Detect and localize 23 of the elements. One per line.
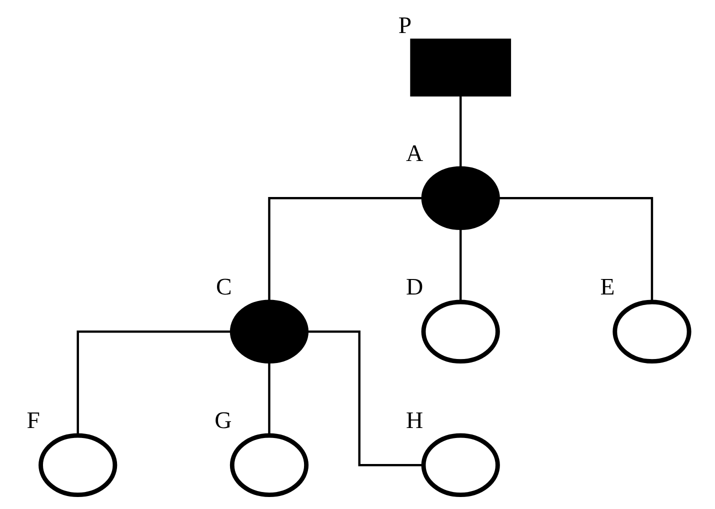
node-circle — [230, 433, 309, 498]
connector — [268, 197, 424, 302]
node-label: F — [26, 408, 40, 434]
node-circle — [38, 433, 118, 498]
node-circle — [421, 433, 500, 498]
node-circle — [421, 300, 500, 364]
node-circle — [421, 166, 500, 230]
node-label: C — [216, 274, 232, 300]
node-box — [410, 38, 512, 96]
connector — [306, 330, 424, 466]
node-label: E — [600, 274, 615, 300]
node-label: D — [406, 274, 424, 300]
connector — [498, 197, 654, 302]
connector — [268, 362, 270, 436]
node-label: H — [406, 408, 424, 434]
node-label: G — [214, 408, 232, 434]
connector — [460, 94, 462, 168]
connector — [76, 330, 232, 435]
node-circle — [230, 300, 309, 364]
connector — [460, 228, 462, 302]
node-label: A — [406, 140, 424, 167]
node-circle — [612, 300, 692, 364]
node-label: P — [398, 13, 412, 40]
